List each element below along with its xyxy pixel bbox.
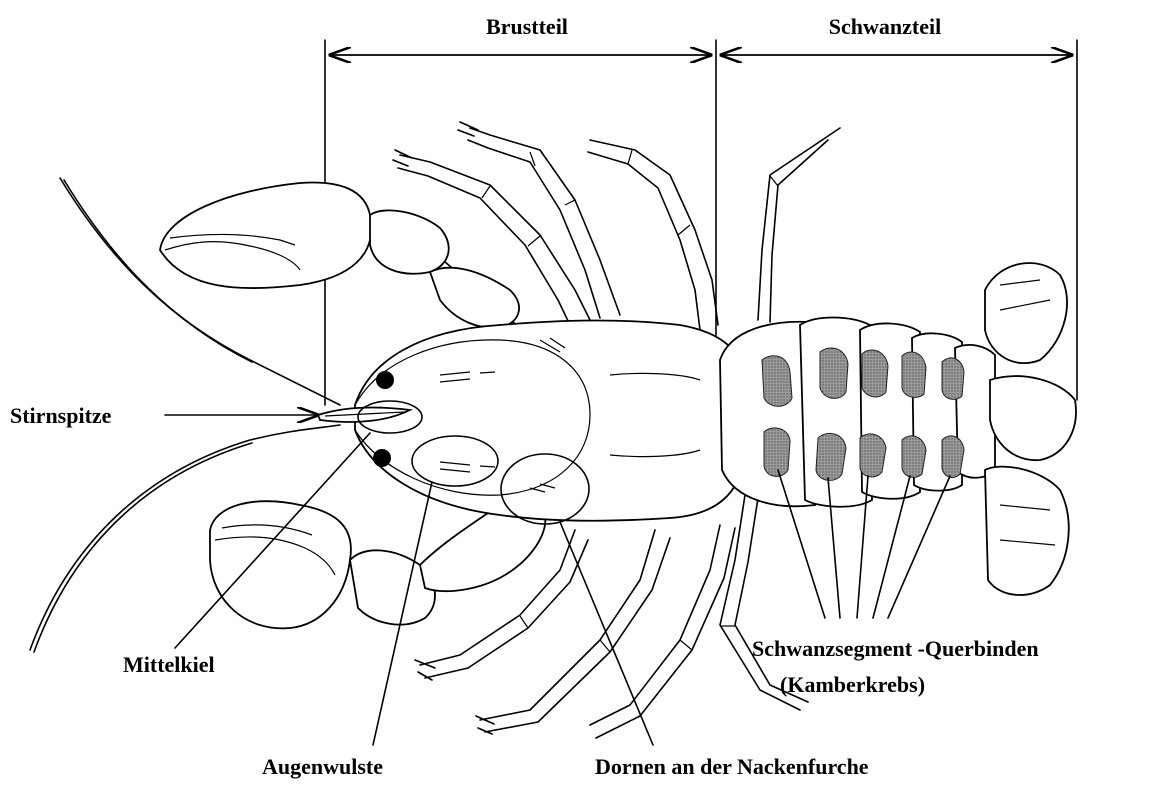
band-2-upper (820, 348, 848, 398)
eye-lower (373, 449, 391, 467)
label-querbinden-line2: (Kamberkrebs) (780, 672, 925, 697)
dornen-leader (560, 522, 653, 745)
band-1-upper (762, 356, 792, 406)
band-5-upper (942, 358, 964, 399)
carapace (318, 320, 745, 520)
label-brustteil: Brustteil (486, 14, 568, 39)
band-1-lower (764, 428, 790, 476)
band-2-lower (816, 433, 846, 480)
label-querbinden-line1: Schwanzsegment -Querbinden (752, 636, 1039, 661)
band-5-lower (942, 436, 964, 477)
upper-claw (160, 182, 519, 327)
eye-upper (376, 371, 394, 389)
band-4-lower (902, 436, 926, 477)
label-mittelkiel: Mittelkiel (123, 652, 215, 677)
band-3-upper (862, 350, 888, 397)
label-stirnspitze: Stirnspitze (10, 403, 112, 428)
lower-claw (210, 500, 545, 629)
band-4-upper (902, 352, 926, 397)
label-dornen: Dornen an der Nackenfurche (595, 754, 869, 779)
band-3-lower (860, 434, 886, 477)
abdomen (720, 263, 1076, 595)
label-augenwulste: Augenwulste (262, 754, 383, 779)
label-schwanzteil: Schwanzteil (829, 14, 941, 39)
